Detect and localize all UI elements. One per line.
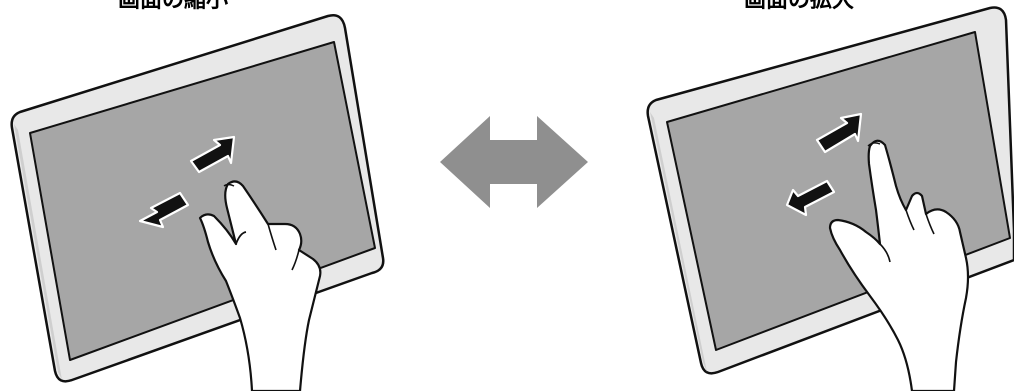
tablet-pinch-in-illustration [12, 15, 384, 391]
double-headed-arrow-icon [440, 116, 588, 208]
tablet-pinch-out-illustration [648, 8, 1014, 391]
tablet-screen [30, 42, 375, 360]
